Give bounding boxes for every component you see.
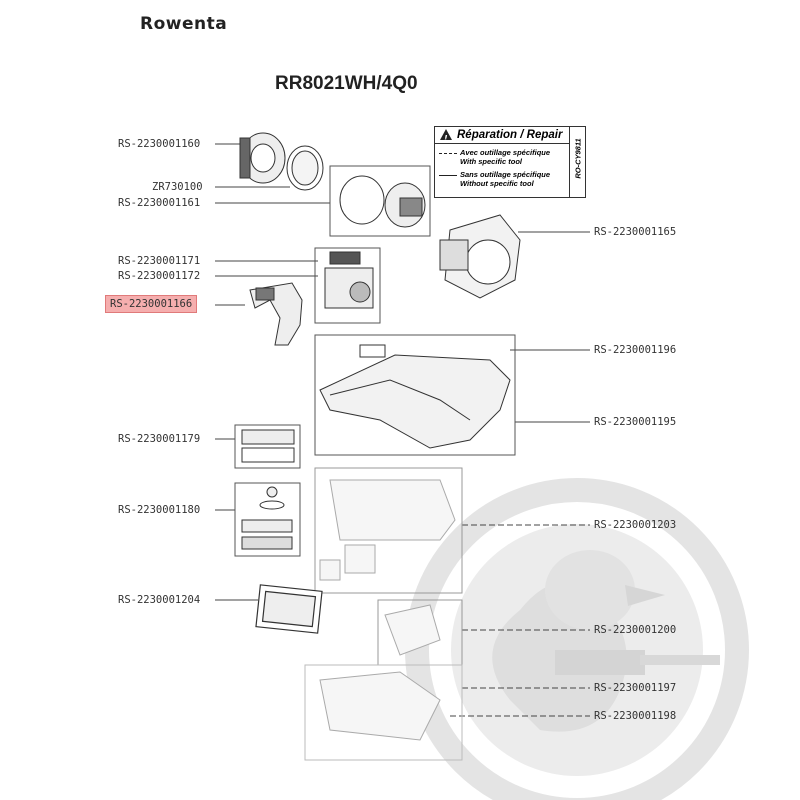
legend-code-column: RO-CY9811 [569, 127, 585, 197]
part-ref-1200[interactable]: RS-2230001200 [594, 624, 677, 636]
legend-text: Avec outillage spécifique [460, 148, 551, 157]
part-ref-1171[interactable]: RS-2230001171 [118, 255, 201, 267]
part-ref-1166-highlighted[interactable]: RS-2230001166 [105, 295, 198, 313]
repair-legend-title: Réparation / Repair [457, 129, 563, 141]
part-ref-1203[interactable]: RS-2230001203 [594, 519, 677, 531]
part-ref-1198[interactable]: RS-2230001198 [594, 710, 677, 722]
part-ref-1197[interactable]: RS-2230001197 [594, 682, 677, 694]
part-ref-1172[interactable]: RS-2230001172 [118, 270, 201, 282]
part-ref-1179[interactable]: RS-2230001179 [118, 433, 201, 445]
dashed-line-symbol [439, 152, 457, 154]
part-ref-1161[interactable]: RS-2230001161 [118, 197, 201, 209]
part-ref-1180[interactable]: RS-2230001180 [118, 504, 201, 516]
repair-legend-box: Réparation / Repair Avec outillage spéci… [434, 126, 586, 198]
part-ref-1195[interactable]: RS-2230001195 [594, 416, 677, 428]
model-title: RR8021WH/4Q0 [275, 73, 418, 94]
part-ref-1196[interactable]: RS-2230001196 [594, 344, 677, 356]
part-ref-1160[interactable]: RS-2230001160 [118, 138, 201, 150]
repair-legend-header: Réparation / Repair [435, 127, 569, 147]
legend-text: Without specific tool [460, 178, 534, 188]
solid-line-symbol [439, 174, 457, 176]
legend-text: With specific tool [460, 156, 523, 166]
legend-line-with-tool: Avec outillage spécifique With specific … [439, 148, 551, 166]
tool-code: RO-CY9811 [573, 138, 583, 179]
warning-icon [440, 129, 452, 147]
part-ref-zr730100[interactable]: ZR730100 [152, 181, 203, 193]
part-ref-1204[interactable]: RS-2230001204 [118, 594, 201, 606]
part-ref-1165[interactable]: RS-2230001165 [594, 226, 677, 238]
legend-line-without-tool: Sans outillage spécifique Without specif… [439, 170, 551, 188]
legend-text: Sans outillage spécifique [460, 170, 551, 179]
brand-logo: Rowenta [140, 14, 228, 34]
